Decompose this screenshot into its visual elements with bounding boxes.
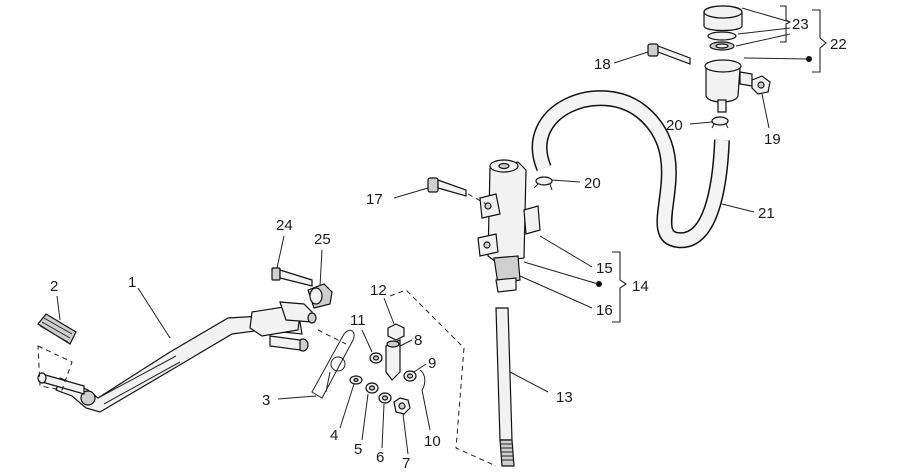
washer-5 bbox=[365, 382, 379, 394]
leader-12 bbox=[383, 297, 395, 325]
callout-12: 12 bbox=[370, 282, 387, 299]
callout-6: 6 bbox=[376, 449, 384, 466]
leader-8 bbox=[399, 339, 413, 347]
brake-fluid-hose bbox=[531, 90, 730, 249]
callout-14: 14 bbox=[632, 278, 649, 295]
leader-1 bbox=[137, 287, 171, 339]
callout-5: 5 bbox=[354, 441, 362, 458]
hose-clamp-lower bbox=[533, 176, 553, 191]
brace-14 bbox=[612, 251, 627, 323]
push-rod bbox=[495, 307, 515, 467]
leader-7 bbox=[402, 413, 409, 455]
nut-12 bbox=[387, 323, 405, 341]
pivot-bushing bbox=[307, 283, 333, 309]
reservoir-nut bbox=[751, 75, 771, 95]
leader-14-dot bbox=[596, 281, 602, 287]
leader-20a bbox=[551, 179, 581, 183]
leader-17 bbox=[393, 187, 429, 199]
clevis-8 bbox=[385, 339, 401, 381]
callout-20-upper: 20 bbox=[666, 117, 683, 134]
pushrod-assembly-guide bbox=[389, 289, 497, 467]
callout-1: 1 bbox=[128, 274, 136, 291]
callout-17: 17 bbox=[366, 191, 383, 208]
callout-21: 21 bbox=[758, 205, 775, 222]
nut-7 bbox=[393, 397, 411, 415]
leader-24 bbox=[276, 235, 285, 269]
brace-23 bbox=[780, 5, 792, 43]
leader-9 bbox=[413, 363, 427, 373]
callout-15: 15 bbox=[596, 260, 613, 277]
washer-11 bbox=[369, 352, 383, 364]
leader-11 bbox=[361, 329, 373, 353]
callout-19: 19 bbox=[764, 131, 781, 148]
brace-22 bbox=[812, 9, 827, 73]
callout-23: 23 bbox=[792, 16, 809, 33]
callout-10: 10 bbox=[424, 433, 441, 450]
callout-4: 4 bbox=[330, 427, 338, 444]
leader-16 bbox=[519, 275, 593, 309]
leader-20b bbox=[689, 121, 713, 125]
leader-21 bbox=[721, 203, 755, 213]
washer-9 bbox=[403, 370, 417, 382]
leader-6 bbox=[381, 403, 385, 449]
callout-22: 22 bbox=[830, 36, 847, 53]
master-cylinder-bolt bbox=[427, 177, 467, 197]
callout-3: 3 bbox=[262, 392, 270, 409]
leader-3 bbox=[277, 395, 317, 400]
callout-25: 25 bbox=[314, 231, 331, 248]
bolt-17-guide bbox=[467, 193, 487, 205]
callout-9: 9 bbox=[428, 355, 436, 372]
leader-22-dot bbox=[806, 56, 812, 62]
leader-23b bbox=[737, 27, 791, 35]
leader-22-dot-line bbox=[743, 57, 809, 60]
split-pin-10 bbox=[419, 369, 426, 391]
leader-19 bbox=[761, 93, 770, 129]
callout-11: 11 bbox=[350, 312, 366, 329]
leader-5 bbox=[361, 393, 369, 441]
callout-13: 13 bbox=[556, 389, 573, 406]
brake-pedal-lever bbox=[37, 301, 317, 413]
pedal-rubber bbox=[37, 313, 77, 345]
leader-15 bbox=[539, 235, 593, 268]
callout-20-lower: 20 bbox=[584, 175, 601, 192]
reservoir-bolt bbox=[647, 43, 691, 65]
washer-4 bbox=[349, 375, 363, 385]
leader-25 bbox=[319, 249, 323, 287]
callout-7: 7 bbox=[402, 455, 410, 472]
leader-13 bbox=[509, 371, 549, 393]
leader-2 bbox=[56, 295, 61, 321]
callout-18: 18 bbox=[594, 56, 611, 73]
leader-4 bbox=[339, 383, 355, 429]
callout-2: 2 bbox=[50, 278, 58, 295]
callout-16: 16 bbox=[596, 302, 613, 319]
leader-23c bbox=[735, 33, 791, 47]
leader-14a bbox=[523, 261, 599, 285]
pivot-bolt bbox=[271, 267, 313, 287]
washer-6 bbox=[378, 392, 392, 404]
master-cylinder bbox=[477, 159, 541, 293]
callout-24: 24 bbox=[276, 217, 293, 234]
fluid-reservoir bbox=[703, 5, 753, 113]
leader-10 bbox=[421, 389, 431, 431]
return-spring bbox=[311, 329, 355, 399]
leader-23a bbox=[741, 7, 791, 23]
leader-18 bbox=[613, 51, 649, 64]
callout-8: 8 bbox=[414, 332, 422, 349]
hose-clamp-upper bbox=[711, 116, 729, 129]
rubber-fit-guide bbox=[37, 345, 73, 391]
